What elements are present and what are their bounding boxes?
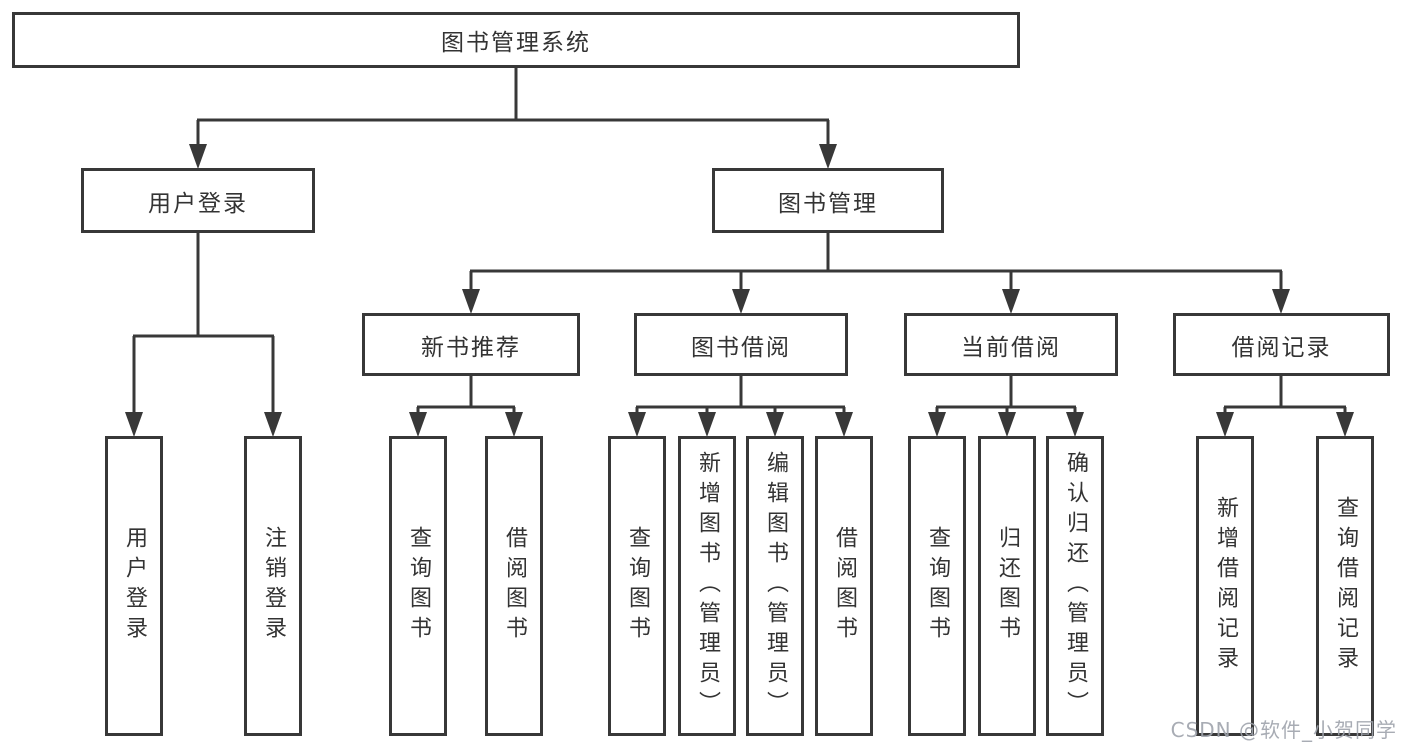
leaf-label: 归还图书: [995, 526, 1020, 646]
node-label: 借阅记录: [1231, 334, 1332, 361]
leaf-label: 查询图书: [625, 526, 650, 646]
leaf-borrow-books-recommend: 借阅图书: [485, 436, 543, 736]
arrowheads-current-borrow-children: [928, 412, 1084, 437]
connectors-user-login-children: [132, 232, 275, 413]
arrowheads-level3: [462, 289, 1290, 314]
leaf-edit-books-admin: 编辑图书（管理员）: [746, 436, 804, 736]
node-label: 图书管理: [778, 190, 878, 217]
connectors-root-to-level2: [196, 68, 830, 145]
node-user-login: 用户登录: [81, 168, 315, 233]
leaf-user-login: 用户登录: [105, 436, 163, 736]
node-label: 当前借阅: [961, 334, 1061, 361]
leaf-query-books-borrowing: 查询图书: [608, 436, 666, 736]
leaf-borrow-books: 借阅图书: [815, 436, 873, 736]
node-label: 图书借阅: [691, 334, 791, 361]
leaf-add-books-admin: 新增图书（管理员）: [678, 436, 736, 736]
leaf-query-borrow-record: 查询借阅记录: [1316, 436, 1374, 736]
connectors-book-management-children: [469, 232, 1283, 290]
leaf-label: 编辑图书（管理员）: [763, 451, 788, 721]
leaf-label: 借阅图书: [502, 526, 527, 646]
leaf-query-books-current: 查询图书: [908, 436, 966, 736]
arrowheads-book-borrow-children: [628, 412, 853, 437]
leaf-label: 查询图书: [406, 526, 431, 646]
leaf-label: 借阅图书: [832, 526, 857, 646]
node-current-borrowing: 当前借阅: [904, 313, 1118, 376]
connectors-borrow-record-children: [1223, 375, 1347, 413]
node-book-management: 图书管理: [712, 168, 944, 233]
leaf-add-borrow-record: 新增借阅记录: [1196, 436, 1254, 736]
leaf-label: 新增图书（管理员）: [695, 451, 720, 721]
node-label: 图书管理系统: [441, 30, 591, 56]
node-label: 用户登录: [148, 190, 248, 217]
csdn-watermark: CSDN @软件_小贺同学: [1170, 718, 1397, 742]
arrowheads-user-login-children: [125, 412, 282, 437]
leaf-label: 查询图书: [925, 526, 950, 646]
leaf-label: 用户登录: [122, 526, 147, 646]
leaf-logout: 注销登录: [244, 436, 302, 736]
arrowheads-level2: [189, 144, 837, 169]
node-new-book-recommendation: 新书推荐: [362, 313, 580, 376]
leaf-label: 确认归还（管理员）: [1063, 451, 1088, 721]
leaf-label: 查询借阅记录: [1333, 496, 1358, 676]
node-label: 新书推荐: [421, 334, 521, 361]
node-root-library-management-system: 图书管理系统: [12, 12, 1020, 68]
leaf-confirm-return-admin: 确认归还（管理员）: [1046, 436, 1104, 736]
connectors-current-borrow-children: [935, 375, 1077, 413]
connectors-new-book-children: [416, 375, 516, 413]
leaf-label: 注销登录: [261, 526, 286, 646]
arrowheads-new-book-children: [409, 412, 523, 437]
leaf-return-books: 归还图书: [978, 436, 1036, 736]
arrowheads-borrow-record-children: [1216, 412, 1354, 437]
node-book-borrowing: 图书借阅: [634, 313, 848, 376]
leaf-label: 新增借阅记录: [1213, 496, 1238, 676]
connectors-book-borrow-children: [635, 375, 846, 413]
node-borrowing-records: 借阅记录: [1173, 313, 1390, 376]
leaf-query-books-recommend: 查询图书: [389, 436, 447, 736]
